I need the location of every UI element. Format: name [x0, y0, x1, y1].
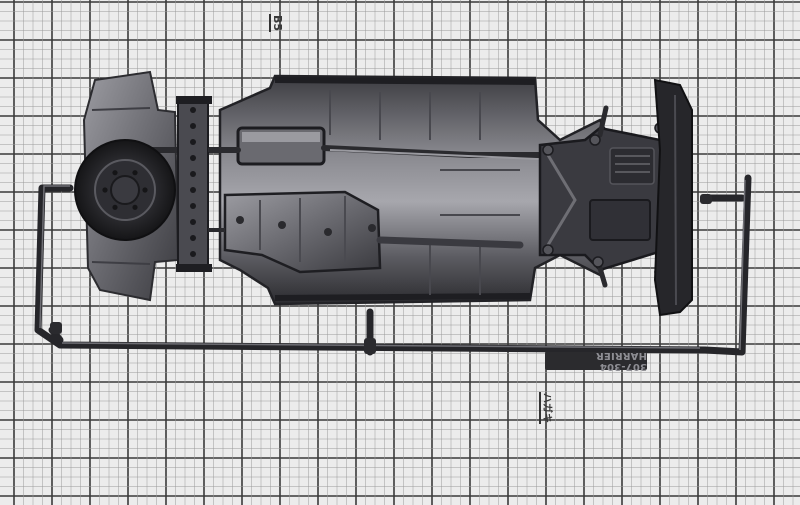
lug-nut — [142, 187, 148, 193]
drive-shaft — [376, 236, 524, 249]
axle-hole — [190, 235, 196, 241]
floor-ribs — [329, 90, 520, 295]
axle-hole — [190, 171, 196, 177]
lug-nut — [132, 170, 138, 176]
subframe-bolt — [589, 134, 601, 146]
lug-nut — [102, 187, 108, 193]
axle-hole — [190, 251, 196, 257]
sprue-gate-node — [364, 338, 376, 354]
lug-nut — [132, 204, 138, 210]
axle-hole — [190, 219, 196, 225]
rear-panel-crease — [91, 107, 151, 265]
front-bumper — [653, 78, 693, 317]
rear-axle-assembly — [176, 96, 240, 272]
axle-hole — [190, 203, 196, 209]
subframe-bolt — [592, 256, 604, 268]
lug-nut — [112, 204, 118, 210]
rear-axle-holes — [190, 107, 196, 257]
axle-hole — [190, 107, 196, 113]
fuel-tank-details — [236, 216, 376, 236]
sprue-part-number-tag: 307-304 HARRIER — [545, 350, 647, 372]
sprue-gate-node — [50, 322, 62, 334]
front-bumper-ridge — [674, 94, 677, 306]
subframe-bolt — [542, 244, 554, 256]
axle-hole — [190, 155, 196, 161]
spare-tire-lug-nuts — [102, 170, 148, 210]
subframe-bolt — [542, 144, 554, 156]
muffler-highlight — [242, 132, 320, 142]
floor-pan-bottom-edge — [274, 293, 531, 301]
paper-size-mark-b5: B5 — [269, 14, 284, 33]
lug-nut — [112, 170, 118, 176]
axle-hole — [190, 139, 196, 145]
fuel-tank-ridge — [259, 196, 346, 262]
sprue-runner-highlight — [39, 179, 746, 351]
fuel-tank — [223, 190, 382, 274]
spare-tire-hub — [110, 175, 140, 205]
floor-pan-top-edge — [274, 77, 536, 85]
axle-hole — [190, 123, 196, 129]
paper-size-mark-postcard: ハガキ — [539, 392, 556, 424]
axle-hole — [190, 187, 196, 193]
sprue-gate-node — [700, 194, 712, 204]
engine-block — [589, 147, 655, 241]
brake-line — [329, 149, 561, 161]
